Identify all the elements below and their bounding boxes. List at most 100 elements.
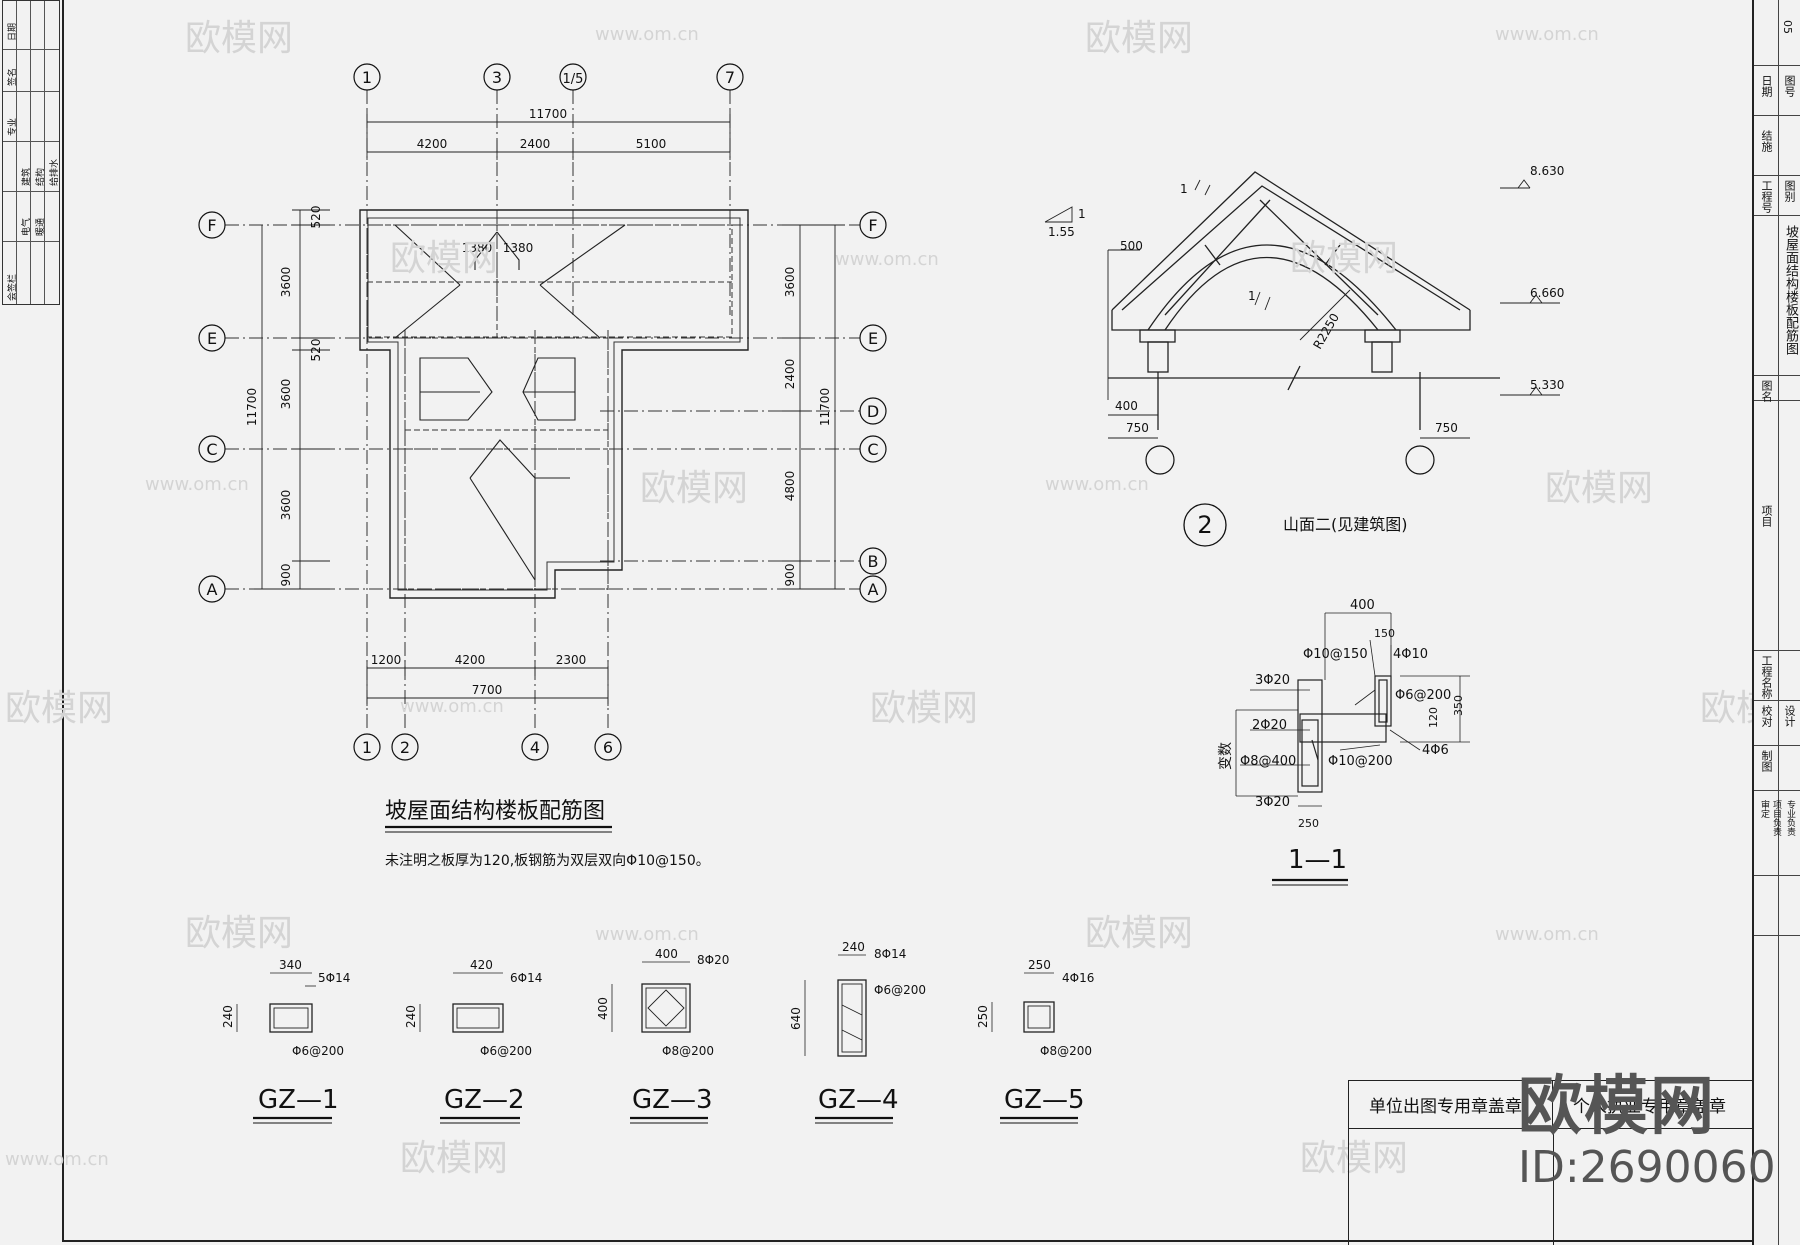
watermark-text: www.om.cn: [1045, 474, 1149, 495]
radius-mark: R2250: [1310, 311, 1342, 352]
watermark-text: 欧模网: [390, 238, 498, 279]
side-label: 变数: [1218, 742, 1234, 770]
col-main-rebar: 6Φ14: [510, 971, 542, 985]
dim-text: 350: [1452, 695, 1465, 716]
rebar-label: 3Φ20: [1255, 795, 1290, 810]
col-width: 400: [655, 947, 678, 961]
rebar-label: 2Φ20: [1252, 718, 1287, 733]
watermark-text: 欧模网: [185, 913, 293, 954]
drawing-canvas: 1 3 1/5 7 1 2 4 6 F E C A F E D C B A 11…: [5, 18, 1752, 1179]
axis-bubble: E: [868, 329, 878, 348]
dim-text: 750: [1126, 421, 1149, 435]
axis-bubble: F: [868, 216, 877, 235]
section-1-1: 400 150 Φ10@150 4Φ10 3Φ20 Φ6@200 2Φ20 12…: [1218, 598, 1470, 886]
dim-text: 520: [309, 339, 323, 362]
axis-bubble: 1: [362, 68, 372, 87]
dim-text: 4200: [455, 653, 486, 667]
watermark-text: www.om.cn: [1495, 24, 1599, 45]
dim-text: 11700: [529, 107, 567, 121]
watermark-text: 欧模网: [1085, 913, 1193, 954]
rebar-label: Φ8@400: [1240, 754, 1296, 769]
col-main-rebar: 5Φ14: [318, 971, 350, 985]
tb-label: 项目负责: [1771, 800, 1781, 836]
elevation-mark: 6.660: [1530, 286, 1564, 300]
watermark-text: 欧模网: [185, 18, 293, 59]
watermark-text: www.om.cn: [835, 249, 939, 270]
col-width: 420: [470, 958, 493, 972]
tb-label: 图号: [1783, 75, 1796, 97]
dim-text: 3600: [279, 267, 293, 298]
col-name: GZ—5: [1004, 1085, 1085, 1115]
axis-bubble: B: [868, 552, 879, 571]
watermark-text: www.om.cn: [1495, 924, 1599, 945]
axis-bubble: 1: [362, 738, 372, 757]
tb-label: 图别: [1783, 180, 1796, 202]
dim-text: 900: [279, 564, 293, 587]
col-stirrup: Φ6@200: [874, 983, 926, 997]
image-id-watermark: ID:2690060: [1518, 1142, 1776, 1193]
dim-text: 120: [1427, 707, 1440, 728]
col-height: 240: [404, 1005, 418, 1028]
dim-text: 520: [309, 206, 323, 229]
col-name: GZ—2: [444, 1085, 525, 1115]
tb-label: 专业负责: [1785, 800, 1795, 836]
elevation-mark: 5.330: [1530, 378, 1564, 392]
column-details: 340 240 5Φ14 Φ6@200 GZ—1 420 240 6Φ14 Φ6…: [221, 940, 1094, 1124]
axis-bubble: 7: [725, 68, 735, 87]
column-gz-5: 250 250 4Φ16 Φ8@200 GZ—5: [976, 958, 1094, 1124]
col-main-rebar: 8Φ20: [697, 953, 729, 967]
roof-plan: 1 3 1/5 7 1 2 4 6 F E C A F E D C B A 11…: [198, 63, 887, 869]
watermark-text: 欧模网: [1700, 688, 1752, 729]
col-height: 400: [596, 997, 610, 1020]
dim-text: 2400: [783, 359, 797, 390]
axis-bubble: A: [868, 580, 879, 599]
watermark-text: 欧模网: [870, 688, 978, 729]
dim-text: 2400: [520, 137, 551, 151]
axis-bubble: 4: [530, 738, 540, 757]
tb-label: 设计: [1783, 705, 1796, 727]
dim-text: 4200: [417, 137, 448, 151]
section-title: 1—1: [1288, 845, 1347, 875]
tb-label: 制图: [1760, 750, 1773, 772]
axis-bubble: 1/5: [563, 72, 584, 87]
dim-text: 250: [1298, 817, 1319, 830]
dim-text: 1380: [462, 241, 493, 255]
column-gz-2: 420 240 6Φ14 Φ6@200 GZ—2: [404, 958, 542, 1124]
dim-text: 400: [1115, 399, 1138, 413]
discipline: 结施: [1760, 130, 1773, 152]
slope-mark: 1.55: [1048, 225, 1075, 239]
watermark-layer: 欧模网 www.om.cn 欧模网 www.om.cn 欧模网 www.om.c…: [5, 18, 1752, 1179]
tb-label: 日期: [1760, 75, 1773, 97]
rebar-label: 4Φ6: [1422, 743, 1449, 758]
watermark-text: www.om.cn: [595, 924, 699, 945]
column-gz-1: 340 240 5Φ14 Φ6@200 GZ—1: [221, 958, 350, 1124]
rebar-label: Φ6@200: [1395, 688, 1451, 703]
watermark-text: 欧模网: [400, 1138, 508, 1179]
axis-bubble: C: [206, 440, 217, 459]
detail-number: 2: [1197, 511, 1212, 539]
watermark-text: 欧模网: [1300, 1138, 1408, 1179]
watermark-text: www.om.cn: [5, 1149, 109, 1170]
countersign-strip: 日期 签名 专业 建筑 结构 给排水 电气 暖通 会签栏: [2, 0, 60, 305]
axis-bubble: D: [867, 402, 879, 421]
tb-label: 审定: [1759, 800, 1769, 818]
col-stirrup: Φ6@200: [480, 1044, 532, 1058]
watermark-text: www.om.cn: [145, 474, 249, 495]
unit-stamp-label: 单位出图专用章盖章: [1349, 1081, 1553, 1129]
col-stirrup: Φ6@200: [292, 1044, 344, 1058]
dim-text: 7700: [472, 683, 503, 697]
col-name: GZ—1: [258, 1085, 339, 1115]
rebar-label: Φ10@150: [1303, 647, 1368, 662]
watermark-text: 欧模网: [640, 468, 748, 509]
watermark-text: 欧模网: [1545, 468, 1653, 509]
tb-label: 项目: [1760, 505, 1773, 527]
brand-logo-watermark: 欧模网: [1518, 1070, 1716, 1144]
col-main-rebar: 4Φ16: [1062, 971, 1094, 985]
watermark-text: 欧模网: [5, 688, 113, 729]
col-name: GZ—3: [632, 1085, 713, 1115]
col-stirrup: Φ8@200: [662, 1044, 714, 1058]
plan-note: 未注明之板厚为120,板钢筋为双层双向Φ10@150。: [385, 852, 710, 869]
col-width: 250: [1028, 958, 1051, 972]
dim-text: 1200: [371, 653, 402, 667]
drawing-name: 坡屋面结构楼板配筋图: [1783, 225, 1798, 355]
